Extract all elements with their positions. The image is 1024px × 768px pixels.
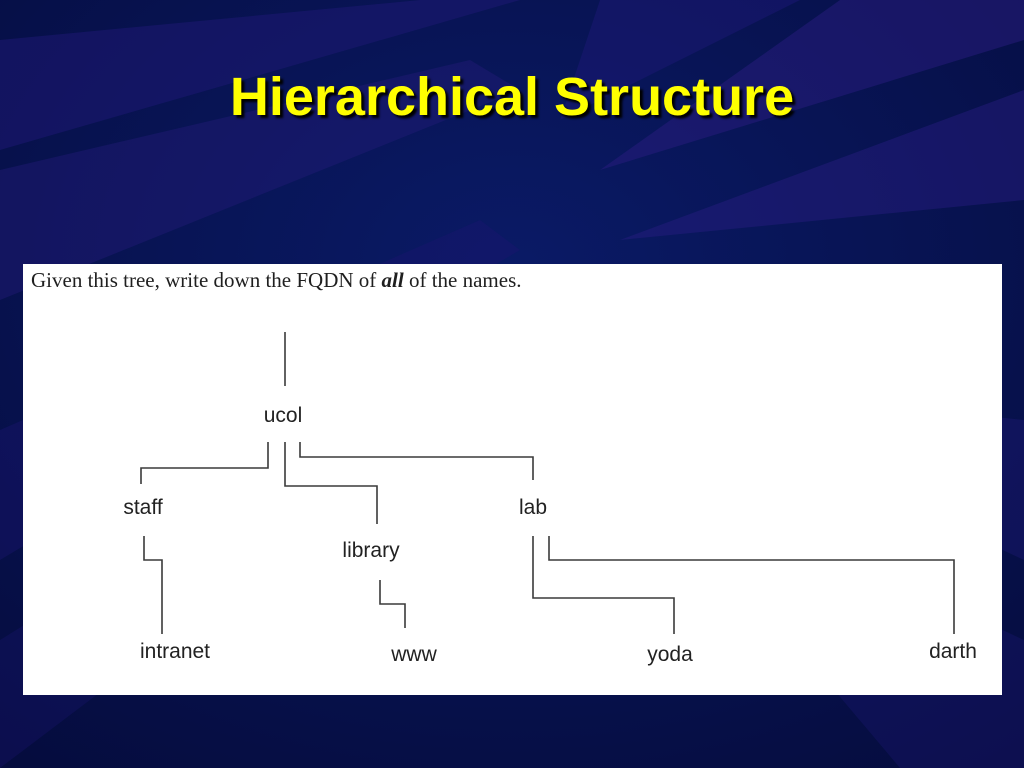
node-lab: lab — [519, 496, 547, 519]
edge-ucol-lab — [299, 442, 534, 480]
edge-lab-yoda — [532, 536, 675, 634]
node-www: www — [390, 643, 437, 666]
edge-library-www — [379, 580, 406, 628]
node-library: library — [342, 539, 400, 562]
panel-caption: Given this tree, write down the FQDN of … — [31, 268, 522, 293]
caption-suffix: of the names. — [403, 268, 522, 292]
edge-ucol-library — [284, 442, 378, 524]
node-intranet: intranet — [140, 640, 210, 663]
node-darth: darth — [929, 640, 977, 663]
caption-emphasis: all — [381, 268, 404, 292]
node-staff: staff — [123, 496, 162, 519]
dns-tree-diagram: ucol staff library lab intranet www yoda… — [123, 332, 977, 666]
edge-staff-intranet — [143, 536, 163, 634]
node-ucol: ucol — [264, 404, 303, 427]
caption-prefix: Given this tree, write down the FQDN of — [31, 268, 382, 292]
edge-lab-darth — [548, 536, 955, 634]
slide-title: Hierarchical Structure — [229, 67, 795, 127]
edge-ucol-staff — [140, 442, 269, 484]
diagram-panel: Given this tree, write down the FQDN of … — [23, 264, 1002, 695]
node-yoda: yoda — [647, 643, 693, 666]
